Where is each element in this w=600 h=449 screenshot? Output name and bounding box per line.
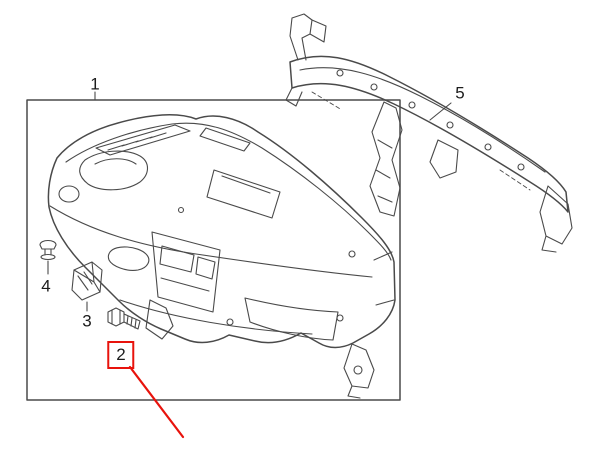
part-label-1[interactable]: 1 [90,74,100,94]
crossmember-drawing [285,13,573,253]
part-label-3[interactable]: 3 [82,311,92,331]
part-label-2[interactable]: 2 [107,341,135,369]
instrument-panel-drawing [47,114,396,399]
bracket-drawing [71,261,103,312]
clip-grommet-drawing [39,239,57,275]
highlight-leader-line [128,365,185,439]
bolt-drawing [107,307,141,330]
part5-leader-line [429,102,452,121]
part-label-5[interactable]: 5 [455,83,465,103]
part-label-4[interactable]: 4 [41,276,51,296]
part1-bounding-box [26,99,401,401]
